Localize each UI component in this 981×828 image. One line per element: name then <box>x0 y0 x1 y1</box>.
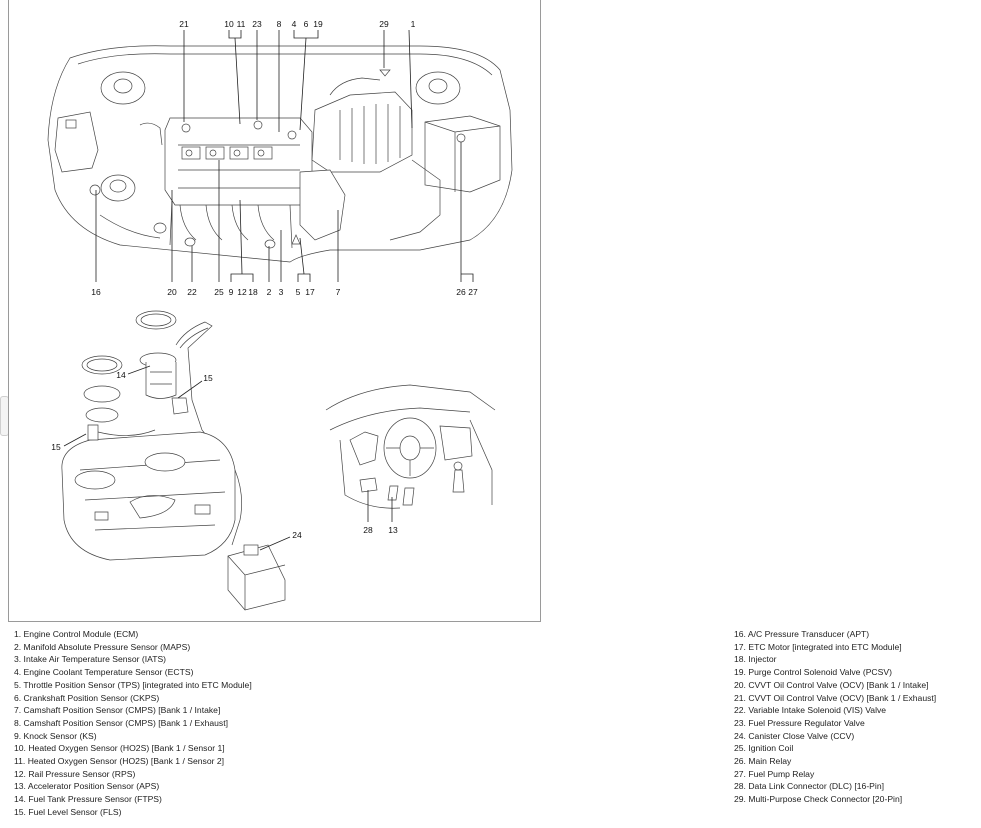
legend-right-item: 19. Purge Control Solenoid Valve (PCSV) <box>734 667 892 678</box>
legend-right-item: 20. CVVT Oil Control Valve (OCV) [Bank 1… <box>734 679 929 690</box>
cabin-callouts: 28 13 <box>363 525 398 535</box>
callout-21: 21 <box>179 19 189 29</box>
callout-9: 9 <box>229 287 234 297</box>
legend-right-item: 26. Main Relay <box>734 756 792 767</box>
legend-right-item: 21. CVVT Oil Control Valve (OCV) [Bank 1… <box>734 692 937 703</box>
callout-24: 24 <box>292 530 302 540</box>
legend-left-item: 5. Throttle Position Sensor (TPS) [integ… <box>14 679 252 690</box>
callout-1: 1 <box>411 19 416 29</box>
fuel-leader-lines <box>63 365 291 551</box>
callout-26: 26 <box>456 287 466 297</box>
callout-2: 2 <box>267 287 272 297</box>
legend-left-item: 10. Heated Oxygen Sensor (HO2S) [Bank 1 … <box>14 743 225 754</box>
callout-22: 22 <box>187 287 197 297</box>
legend-right-item: 28. Data Link Connector (DLC) [16-Pin] <box>734 781 884 792</box>
callout-15-pump: 15 <box>203 373 213 383</box>
callout-16: 16 <box>91 287 101 297</box>
callout-18: 18 <box>248 287 258 297</box>
fuel-callouts: 14 15 15 24 <box>51 370 302 540</box>
engine-bay-drawing <box>47 45 513 263</box>
legend-right-item: 23. Fuel Pressure Regulator Valve <box>734 717 865 728</box>
legend-right: 16. A/C Pressure Transducer (APT) 17. ETC… <box>734 628 936 806</box>
fuel-system-drawing <box>61 310 286 611</box>
legend-left-item: 2. Manifold Absolute Pressure Sensor (MA… <box>14 641 191 652</box>
component-location-diagram: 21 10 11 23 8 4 6 19 29 1 16 20 22 25 9 … <box>47 19 513 611</box>
callout-8: 8 <box>277 19 282 29</box>
diagram-frame <box>8 0 541 622</box>
callout-25: 25 <box>214 287 224 297</box>
callout-7: 7 <box>336 287 341 297</box>
callout-19: 19 <box>313 19 323 29</box>
callout-11: 11 <box>237 19 246 29</box>
callout-15-level: 15 <box>51 442 61 452</box>
callout-5: 5 <box>296 287 301 297</box>
legend-right-item: 25. Ignition Coil <box>734 743 794 754</box>
legend-right-item: 18. Injector <box>734 654 777 665</box>
legend-right-item: 17. ETC Motor [integrated into ETC Modul… <box>734 641 902 652</box>
engine-callouts: 21 10 11 23 8 4 6 19 29 1 16 20 22 25 9 … <box>91 19 478 297</box>
callout-20: 20 <box>167 287 177 297</box>
callout-28: 28 <box>363 525 373 535</box>
legend-left-item: 9. Knock Sensor (KS) <box>14 730 97 741</box>
callout-14: 14 <box>116 370 126 380</box>
callout-10: 10 <box>224 19 234 29</box>
legend-left: 1. Engine Control Module (ECM) 2. Manifol… <box>14 628 252 819</box>
engine-leader-lines <box>95 29 474 282</box>
legend-right-item: 24. Canister Close Valve (CCV) <box>734 730 855 741</box>
callout-6: 6 <box>304 19 309 29</box>
callout-3: 3 <box>279 287 284 297</box>
legend-left-item: 13. Accelerator Position Sensor (APS) <box>14 781 160 792</box>
legend-left-item: 15. Fuel Level Sensor (FLS) <box>14 806 122 817</box>
callout-4: 4 <box>292 19 297 29</box>
legend-left-item: 14. Fuel Tank Pressure Sensor (FTPS) <box>14 794 162 805</box>
legend-right-item: 16. A/C Pressure Transducer (APT) <box>734 629 870 639</box>
legend-right-item: 29. Multi-Purpose Check Connector [20-Pi… <box>734 794 903 805</box>
callout-17: 17 <box>305 287 315 297</box>
cabin-drawing <box>325 384 496 509</box>
callout-27: 27 <box>468 287 478 297</box>
callout-13: 13 <box>388 525 398 535</box>
legend-left-item: 11. Heated Oxygen Sensor (HO2S) [Bank 1 … <box>14 756 225 767</box>
legend-left-item: 4. Engine Coolant Temperature Sensor (EC… <box>14 667 194 678</box>
legend-left-item: 3. Intake Air Temperature Sensor (IATS) <box>14 654 167 665</box>
legend-right-item: 22. Variable Intake Solenoid (VIS) Valve <box>734 705 887 716</box>
cabin-leader-lines <box>367 490 393 522</box>
legend-left-item: 7. Camshaft Position Sensor (CMPS) [Bank… <box>14 705 221 716</box>
legend-left-item: 6. Crankshaft Position Sensor (CKPS) <box>14 692 160 703</box>
callout-12: 12 <box>237 287 247 297</box>
legend-left-item: 1. Engine Control Module (ECM) <box>14 629 139 639</box>
legend-right-item: 27. Fuel Pump Relay <box>734 768 815 779</box>
callout-29: 29 <box>379 19 389 29</box>
legend-left-item: 8. Camshaft Position Sensor (CMPS) [Bank… <box>14 717 228 728</box>
callout-23: 23 <box>252 19 262 29</box>
legend-left-item: 12. Rail Pressure Sensor (RPS) <box>14 768 136 779</box>
